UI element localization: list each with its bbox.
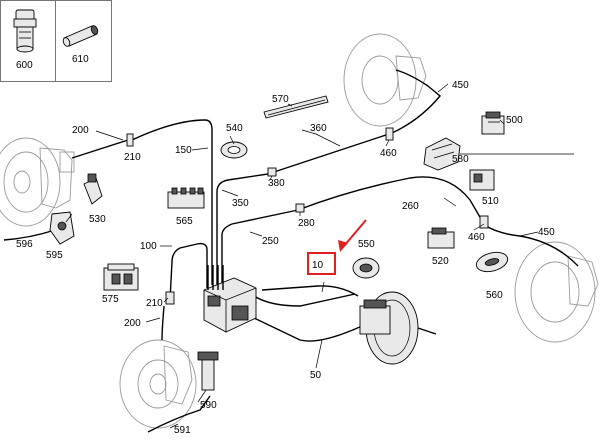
label-280: 280 <box>298 218 315 229</box>
label-380: 380 <box>268 178 285 189</box>
label-10: 10 <box>312 260 324 271</box>
clip-460-top <box>385 127 394 141</box>
sensor-590 <box>197 351 219 391</box>
label-570: 570 <box>272 94 289 105</box>
label-360: 360 <box>310 123 327 134</box>
label-560: 560 <box>486 290 503 301</box>
clip-280 <box>295 203 305 213</box>
line-clips <box>126 127 489 305</box>
connector-block-580 <box>423 137 461 171</box>
label-210-bottom: 210 <box>146 298 163 309</box>
label-610: 610 <box>72 54 89 65</box>
label-520: 520 <box>432 256 449 267</box>
label-460-top: 460 <box>380 148 397 159</box>
pad-560 <box>475 251 509 273</box>
connector-520 <box>427 227 455 249</box>
label-100: 100 <box>140 241 157 252</box>
protective-cap-icon <box>62 25 99 47</box>
label-150: 150 <box>175 145 192 156</box>
module-510 <box>469 169 495 191</box>
label-530: 530 <box>89 214 106 225</box>
brake-booster-master-cylinder <box>359 291 437 365</box>
reservoir-cap-550 <box>352 257 380 279</box>
front-right-brake-disc <box>343 33 427 127</box>
label-350: 350 <box>232 198 249 209</box>
sensor-530 <box>83 173 103 205</box>
label-596: 596 <box>16 239 33 250</box>
label-250: 250 <box>262 236 279 247</box>
label-595: 595 <box>46 250 63 261</box>
clip-210-left <box>165 291 175 305</box>
part-labels: 10 50 100 150 200 200 210 210 250 260 28… <box>16 80 555 436</box>
seal-strip-570 <box>263 95 329 119</box>
label-590: 590 <box>200 400 217 411</box>
clip-210-top <box>126 133 134 147</box>
label-580: 580 <box>452 154 469 165</box>
rear-right-brake-disc <box>514 241 599 343</box>
clip-380 <box>267 167 277 177</box>
highlight-callout <box>307 219 367 275</box>
label-510: 510 <box>482 196 499 207</box>
front-left-brake-disc <box>0 137 75 227</box>
label-550: 550 <box>358 239 375 250</box>
label-210-top: 210 <box>124 152 141 163</box>
label-200-bottom: 200 <box>124 318 141 329</box>
label-200-top: 200 <box>72 125 89 136</box>
label-50: 50 <box>310 370 322 381</box>
label-260: 260 <box>402 201 419 212</box>
connector-500 <box>481 111 505 135</box>
abs-hydraulic-unit <box>203 265 257 333</box>
label-565: 565 <box>176 216 193 227</box>
bleed-screw-icon <box>13 9 37 53</box>
label-591: 591 <box>174 425 191 436</box>
rear-left-brake-disc <box>119 339 197 429</box>
label-450-right: 450 <box>538 227 555 238</box>
label-540: 540 <box>226 123 243 134</box>
label-450-top: 450 <box>452 80 469 91</box>
label-460-right: 460 <box>468 232 485 243</box>
connector-strip-565 <box>167 187 205 209</box>
leader-lines <box>65 83 574 429</box>
sensor-595 <box>49 211 75 245</box>
clip-460-right <box>479 215 489 229</box>
label-575: 575 <box>102 294 119 305</box>
label-500: 500 <box>506 115 523 126</box>
inset-parts-box: 600 610 <box>0 0 112 82</box>
relay-module-575 <box>103 263 139 291</box>
grommet-540 <box>220 141 248 159</box>
label-600: 600 <box>16 60 33 71</box>
